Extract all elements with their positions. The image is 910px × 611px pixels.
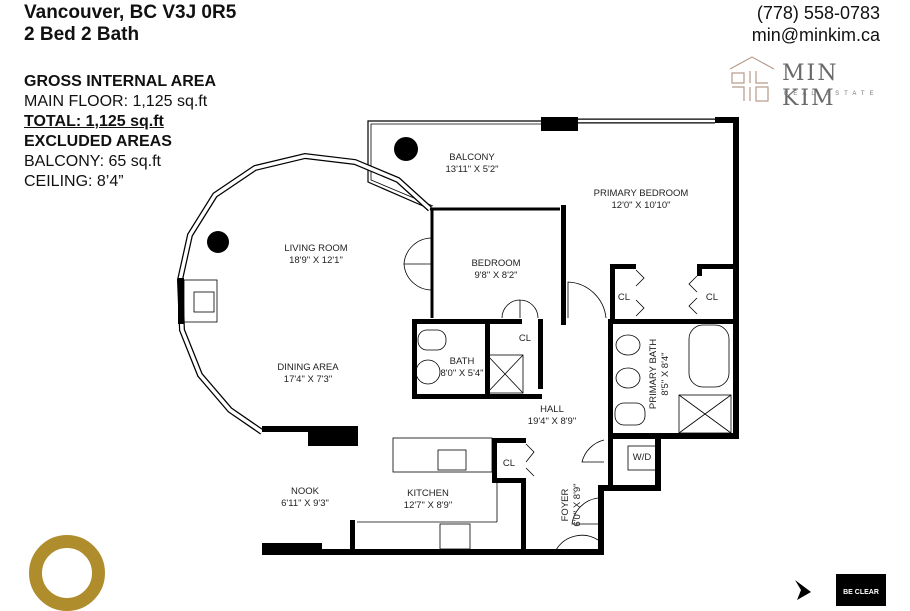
closet-label: CL	[518, 333, 532, 344]
brand-name: MIN KIM	[782, 61, 839, 111]
closet-label: CL	[617, 292, 631, 303]
brand-logo: MIN KIM REAL ESTATE	[728, 55, 888, 111]
brand-ring-icon	[29, 535, 105, 611]
balcony-area: BALCONY: 65 sq.ft	[24, 153, 161, 170]
brand-subtitle: REAL ESTATE	[784, 91, 879, 97]
total-area: TOTAL: 1,125 sq.ft	[24, 113, 164, 130]
washer-dryer-label: W/D	[632, 452, 652, 463]
excluded-heading: EXCLUDED AREAS	[24, 133, 172, 150]
ceiling-height: CEILING: 8’4”	[24, 173, 124, 190]
listing-header: Vancouver, BC V3J 0R5 2 Bed 2 Bath	[24, 2, 236, 46]
beclear-logo: BE CLEAR	[836, 574, 886, 606]
email[interactable]: min@minkim.ca	[751, 25, 880, 45]
closet-label: CL	[705, 292, 719, 303]
phone[interactable]: (778) 558-0783	[756, 3, 880, 23]
north-arrow-icon	[795, 580, 811, 600]
house-logo-icon	[729, 56, 775, 102]
gross-heading: GROSS INTERNAL AREA	[24, 73, 217, 90]
bed-bath: 2 Bed 2 Bath	[24, 24, 140, 45]
closet-label: CL	[502, 458, 516, 469]
main-floor-area: MAIN FLOOR: 1,125 sq.ft	[24, 93, 208, 110]
address: Vancouver, BC V3J 0R5	[24, 2, 237, 23]
contact-info: (778) 558-0783 min@minkim.ca	[752, 2, 880, 46]
area-summary: GROSS INTERNAL AREA MAIN FLOOR: 1,125 sq…	[24, 72, 216, 192]
